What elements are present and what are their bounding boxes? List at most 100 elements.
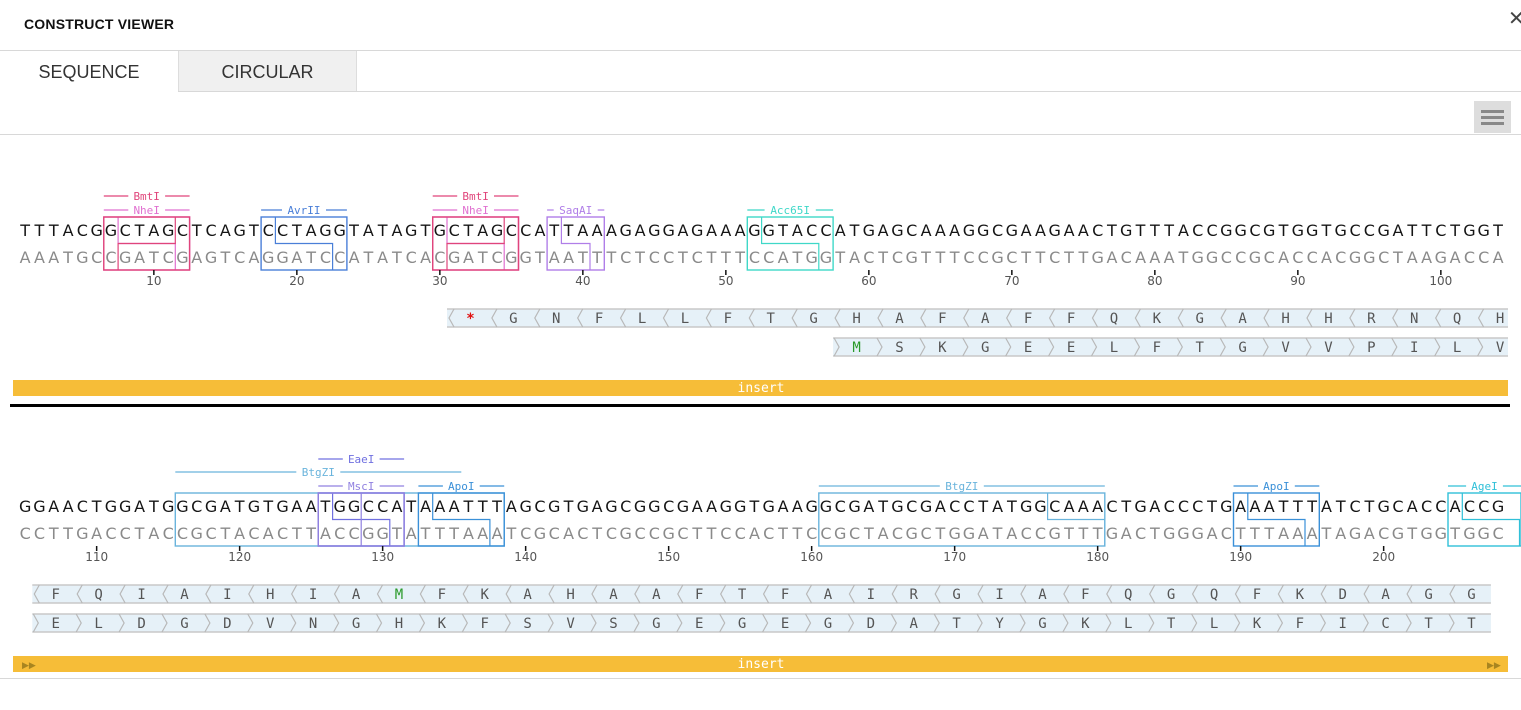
enzyme-label-agei[interactable]: AgeI: [1471, 480, 1498, 493]
amino-acid[interactable]: A: [609, 587, 618, 603]
feature-label[interactable]: insert: [738, 657, 785, 672]
amino-acid[interactable]: T: [1167, 616, 1176, 632]
amino-acid[interactable]: A: [652, 587, 661, 603]
amino-acid[interactable]: G: [652, 616, 660, 632]
amino-acid[interactable]: H: [566, 587, 574, 603]
amino-acid[interactable]: G: [1196, 311, 1204, 327]
amino-acid[interactable]: P: [1367, 340, 1375, 356]
restriction-site-box[interactable]: [432, 216, 520, 271]
amino-acid[interactable]: E: [1024, 340, 1032, 356]
amino-acid[interactable]: K: [1296, 587, 1305, 603]
amino-acid[interactable]: F: [1153, 340, 1161, 356]
amino-acid[interactable]: V: [1496, 340, 1505, 356]
amino-acid[interactable]: T: [952, 616, 961, 632]
restriction-site-box[interactable]: [1232, 492, 1321, 547]
feature-label[interactable]: insert: [738, 381, 785, 396]
restriction-site-box[interactable]: [260, 216, 348, 271]
amino-acid[interactable]: G: [824, 616, 832, 632]
amino-acid[interactable]: F: [781, 587, 789, 603]
amino-acid[interactable]: L: [638, 311, 646, 327]
amino-acid[interactable]: F: [1296, 616, 1304, 632]
amino-acid[interactable]: L: [94, 616, 102, 632]
amino-acid[interactable]: F: [1081, 587, 1089, 603]
amino-acid[interactable]: L: [1453, 340, 1461, 356]
menu-button[interactable]: [1474, 101, 1511, 133]
amino-acid[interactable]: C: [1381, 616, 1389, 632]
amino-acid[interactable]: *: [466, 311, 474, 327]
amino-acid[interactable]: K: [1253, 616, 1262, 632]
amino-acid[interactable]: E: [1067, 340, 1075, 356]
amino-acid[interactable]: G: [1424, 587, 1432, 603]
amino-acid[interactable]: V: [266, 616, 275, 632]
amino-acid[interactable]: V: [1324, 340, 1333, 356]
restriction-site-box[interactable]: [417, 492, 505, 547]
amino-acid[interactable]: L: [1124, 616, 1132, 632]
amino-acid[interactable]: F: [438, 587, 446, 603]
enzyme-label-btgzi[interactable]: BtgZI: [945, 480, 978, 493]
amino-acid[interactable]: S: [895, 340, 903, 356]
enzyme-label-saqai[interactable]: SaqAI: [559, 204, 592, 217]
amino-acid[interactable]: G: [981, 340, 989, 356]
amino-acid[interactable]: L: [681, 311, 689, 327]
amino-acid[interactable]: H: [1324, 311, 1332, 327]
amino-acid[interactable]: A: [352, 587, 361, 603]
amino-acid[interactable]: N: [1410, 311, 1418, 327]
amino-acid[interactable]: K: [481, 587, 490, 603]
amino-acid[interactable]: K: [938, 340, 947, 356]
close-icon[interactable]: ✕: [1508, 6, 1521, 30]
sequence-top-strand[interactable]: GGAACTGGATGGCGATGTGAATGGCCATAAATTTAGCGTG…: [19, 497, 1504, 516]
amino-acid[interactable]: H: [1281, 311, 1289, 327]
amino-acid[interactable]: I: [223, 587, 231, 603]
amino-acid[interactable]: S: [609, 616, 617, 632]
amino-acid[interactable]: E: [781, 616, 789, 632]
amino-acid[interactable]: I: [867, 587, 875, 603]
amino-acid[interactable]: I: [1339, 616, 1347, 632]
enzyme-label-avrii[interactable]: AvrII: [287, 204, 320, 217]
enzyme-label-acc65i[interactable]: Acc65I: [770, 204, 810, 217]
enzyme-label-bmti[interactable]: BmtI: [133, 190, 160, 203]
amino-acid[interactable]: F: [481, 616, 489, 632]
amino-acid[interactable]: G: [952, 587, 960, 603]
enzyme-label-msci[interactable]: MscI: [348, 480, 375, 493]
amino-acid[interactable]: Q: [94, 587, 102, 603]
enzyme-label-bmti[interactable]: BmtI: [462, 190, 489, 203]
amino-acid[interactable]: V: [566, 616, 575, 632]
enzyme-label-apoi[interactable]: ApoI: [448, 480, 475, 493]
amino-acid[interactable]: T: [1196, 340, 1205, 356]
amino-acid[interactable]: E: [52, 616, 60, 632]
amino-acid[interactable]: F: [695, 587, 703, 603]
amino-acid[interactable]: M: [852, 340, 860, 356]
amino-acid[interactable]: K: [438, 616, 447, 632]
amino-acid[interactable]: N: [309, 616, 317, 632]
amino-acid[interactable]: A: [1038, 587, 1047, 603]
amino-acid[interactable]: F: [52, 587, 60, 603]
amino-acid[interactable]: Q: [1210, 587, 1218, 603]
enzyme-label-nhei[interactable]: NheI: [462, 204, 489, 217]
feature-insert[interactable]: [13, 656, 1508, 672]
restriction-site-box[interactable]: [746, 216, 834, 271]
amino-acid[interactable]: F: [1253, 587, 1261, 603]
amino-acid[interactable]: F: [595, 311, 603, 327]
amino-acid[interactable]: D: [867, 616, 875, 632]
enzyme-label-btgzi[interactable]: BtgZI: [302, 466, 335, 479]
restriction-site-box[interactable]: [546, 216, 605, 271]
amino-acid[interactable]: H: [395, 616, 403, 632]
amino-acid[interactable]: G: [809, 311, 817, 327]
amino-acid[interactable]: A: [523, 587, 532, 603]
amino-acid[interactable]: T: [1467, 616, 1476, 632]
amino-acid[interactable]: A: [824, 587, 833, 603]
amino-acid[interactable]: T: [767, 311, 776, 327]
amino-acid[interactable]: A: [910, 616, 919, 632]
amino-acid[interactable]: D: [137, 616, 145, 632]
amino-acid[interactable]: I: [309, 587, 317, 603]
amino-acid[interactable]: H: [1496, 311, 1504, 327]
amino-acid[interactable]: K: [1153, 311, 1162, 327]
amino-acid[interactable]: A: [1381, 587, 1390, 603]
amino-acid[interactable]: F: [1024, 311, 1032, 327]
amino-acid[interactable]: A: [981, 311, 990, 327]
amino-acid[interactable]: Q: [1110, 311, 1118, 327]
amino-acid[interactable]: Q: [1453, 311, 1461, 327]
amino-acid[interactable]: G: [738, 616, 746, 632]
amino-acid[interactable]: I: [1410, 340, 1418, 356]
